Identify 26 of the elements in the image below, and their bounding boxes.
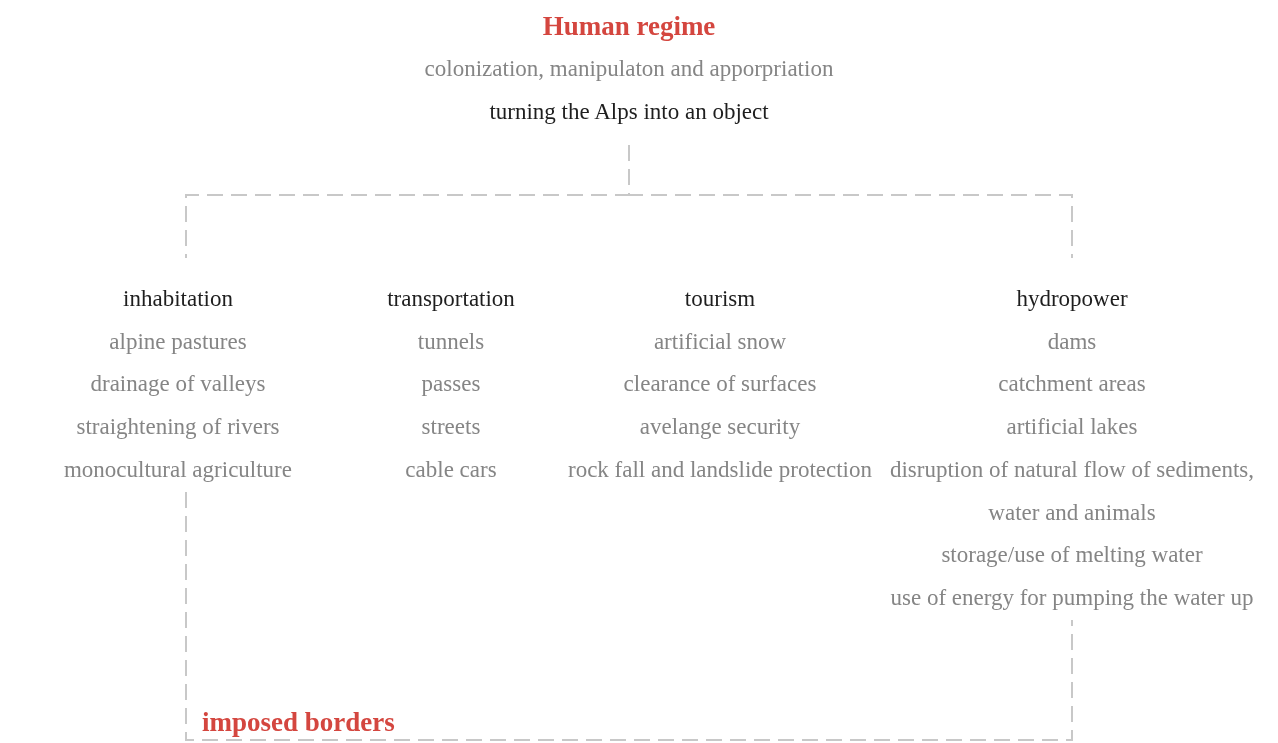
heading-text: hydropower (1016, 285, 1128, 313)
heading-text: Human regime (542, 10, 716, 43)
item-text: clearance of surfaces (623, 370, 817, 399)
item-text: storage/use of melting water (941, 541, 1203, 570)
item-text: dams (1047, 327, 1097, 356)
heading-text: tourism (684, 285, 756, 313)
item-text: drainage of valleys (90, 370, 266, 399)
item-text: catchment areas (998, 370, 1146, 399)
item-text: artificial snow (653, 327, 787, 356)
item-text: colonization, manipulaton and apporpriation (424, 55, 834, 83)
item-text: streets (421, 413, 481, 442)
item-text: straightening of rivers (76, 413, 280, 442)
item-text: turning the Alps into an object (489, 97, 769, 126)
item-text: artificial lakes (1006, 413, 1138, 442)
item-text: cable cars (405, 455, 497, 484)
dashed-connector (185, 491, 1073, 741)
item-text: passes (421, 370, 481, 399)
item-text: tunnels (417, 327, 485, 356)
item-text: monocultural agriculture (64, 455, 292, 484)
heading-text: inhabitation (123, 285, 233, 313)
item-text: use of energy for pumping the water up (890, 583, 1254, 612)
item-text: alpine pastures (109, 327, 247, 356)
item-text: avelange security (639, 413, 801, 442)
item-text: rock fall and landslide protection (568, 455, 872, 484)
heading-text: transportation (387, 285, 515, 313)
dashed-connector (628, 144, 1073, 259)
